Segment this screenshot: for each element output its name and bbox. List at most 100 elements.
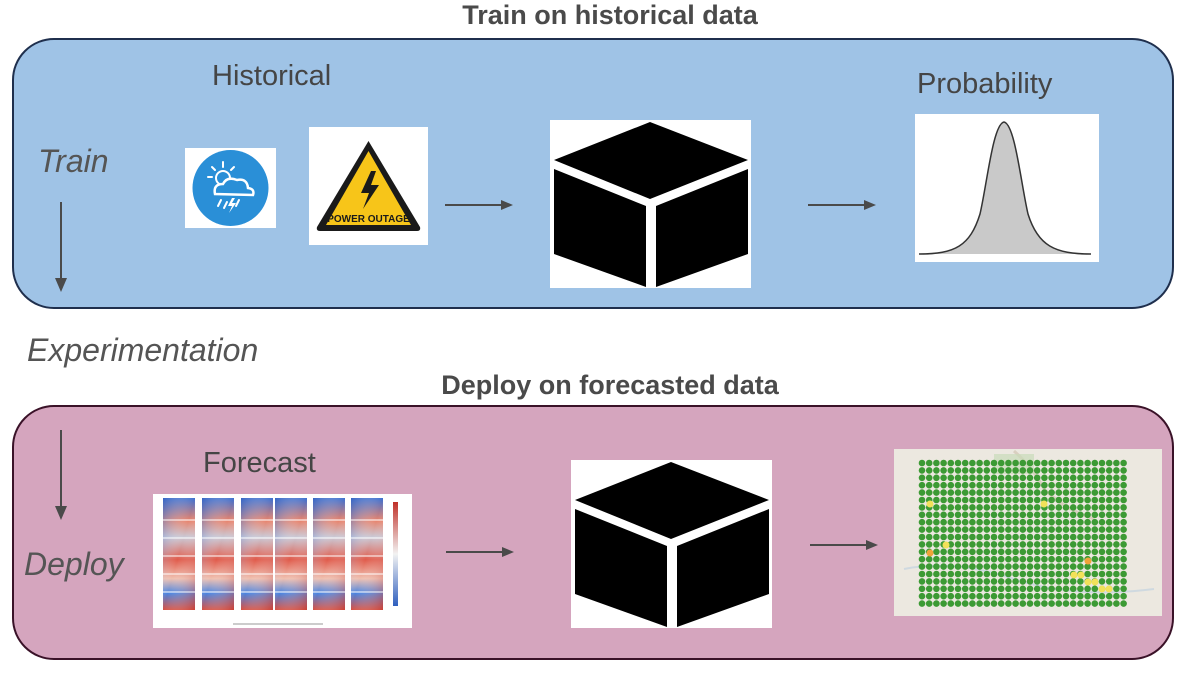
map-dot bbox=[1091, 548, 1099, 556]
map-dot bbox=[1105, 474, 1113, 482]
map-dot bbox=[918, 533, 926, 541]
map-dot bbox=[940, 474, 947, 482]
map-dot bbox=[933, 511, 940, 519]
forecast-card bbox=[153, 494, 412, 628]
map-dot bbox=[1033, 511, 1041, 519]
map-dot bbox=[1120, 555, 1127, 563]
map-dot bbox=[1033, 526, 1041, 533]
historical-label: Historical bbox=[212, 60, 332, 92]
map-dot bbox=[947, 585, 955, 593]
map-dot bbox=[1048, 518, 1055, 526]
map-dot bbox=[1105, 481, 1113, 489]
map-dot bbox=[983, 526, 991, 533]
map-dot bbox=[1105, 511, 1113, 519]
map-dot bbox=[1012, 533, 1019, 541]
map-dot bbox=[1077, 526, 1084, 533]
map-dot bbox=[947, 533, 955, 541]
map-dot bbox=[976, 474, 983, 482]
map-dot bbox=[954, 489, 962, 496]
deploy-down-arrow bbox=[54, 430, 68, 520]
map-dot bbox=[1048, 496, 1055, 504]
map-dot bbox=[1033, 578, 1041, 585]
map-dot bbox=[976, 459, 983, 467]
map-dot bbox=[1120, 489, 1127, 496]
map-dot bbox=[1084, 518, 1091, 526]
map-dot bbox=[1062, 481, 1070, 489]
map-dot bbox=[990, 600, 998, 607]
weather-cloud-sun-rain-icon bbox=[192, 150, 269, 226]
map-dot bbox=[1069, 578, 1077, 585]
map-dot bbox=[969, 474, 976, 482]
map-dot bbox=[1105, 578, 1113, 585]
map-dot bbox=[954, 518, 962, 526]
map-dot bbox=[983, 496, 991, 504]
map-dot bbox=[1069, 563, 1077, 570]
map-dot bbox=[1069, 511, 1077, 519]
map-dot bbox=[1005, 563, 1012, 570]
map-dot bbox=[940, 526, 947, 533]
map-dot bbox=[1084, 585, 1091, 593]
map-dot bbox=[1098, 592, 1106, 600]
map-dot bbox=[961, 489, 969, 496]
map-dot bbox=[954, 541, 962, 548]
map-dot bbox=[1048, 511, 1055, 519]
map-dot bbox=[1098, 526, 1106, 533]
map-dot bbox=[1041, 541, 1048, 548]
map-dot bbox=[1120, 570, 1127, 578]
map-dot bbox=[918, 570, 926, 578]
map-dot bbox=[976, 481, 983, 489]
map-dot bbox=[940, 467, 947, 474]
map-dot bbox=[1026, 511, 1034, 519]
map-dot bbox=[1062, 526, 1070, 533]
map-dot bbox=[1069, 548, 1077, 556]
map-dot bbox=[1055, 563, 1063, 570]
map-dot bbox=[1113, 548, 1120, 556]
map-dot bbox=[954, 526, 962, 533]
deploy-label: Deploy bbox=[24, 546, 124, 582]
map-dot bbox=[997, 563, 1005, 570]
map-dot bbox=[1019, 563, 1027, 570]
map-dot bbox=[990, 570, 998, 578]
map-dot bbox=[1062, 467, 1070, 474]
map-dot bbox=[990, 481, 998, 489]
warning-text: POWER OUTAGE bbox=[327, 214, 410, 225]
map-dot bbox=[961, 511, 969, 519]
map-dot bbox=[1113, 600, 1120, 607]
map-dot bbox=[1012, 600, 1019, 607]
probability-label: Probability bbox=[917, 68, 1053, 100]
map-dot bbox=[961, 541, 969, 548]
map-dot bbox=[1069, 585, 1077, 593]
map-dot bbox=[983, 511, 991, 519]
map-dot bbox=[1055, 481, 1063, 489]
map-dot bbox=[1084, 459, 1091, 467]
map-dot bbox=[1062, 570, 1070, 578]
map-dot bbox=[925, 526, 933, 533]
map-dot bbox=[1033, 481, 1041, 489]
map-dot bbox=[1113, 585, 1120, 593]
map-dot bbox=[1048, 563, 1055, 570]
map-dot bbox=[997, 511, 1005, 519]
map-dot bbox=[961, 585, 969, 593]
map-dot bbox=[940, 592, 947, 600]
map-dot bbox=[1041, 511, 1048, 519]
map-dot bbox=[1055, 511, 1063, 519]
map-dot bbox=[933, 570, 940, 578]
map-dot bbox=[976, 548, 983, 556]
map-dot bbox=[1019, 504, 1027, 511]
map-dot bbox=[1012, 555, 1019, 563]
black-box-cube-icon bbox=[554, 122, 748, 287]
map-dot bbox=[961, 518, 969, 526]
map-dot bbox=[925, 541, 933, 548]
map-dot bbox=[997, 467, 1005, 474]
map-dot bbox=[1069, 592, 1077, 600]
map-dot bbox=[1019, 570, 1027, 578]
map-dot bbox=[1120, 518, 1127, 526]
map-dot bbox=[940, 570, 947, 578]
map-dot bbox=[1113, 533, 1120, 541]
map-dot bbox=[1005, 526, 1012, 533]
map-dot bbox=[1098, 548, 1106, 556]
map-dot bbox=[969, 526, 976, 533]
bottom-heading: Deploy on forecasted data bbox=[441, 370, 779, 400]
map-dot bbox=[940, 459, 947, 467]
map-dot bbox=[1077, 467, 1084, 474]
